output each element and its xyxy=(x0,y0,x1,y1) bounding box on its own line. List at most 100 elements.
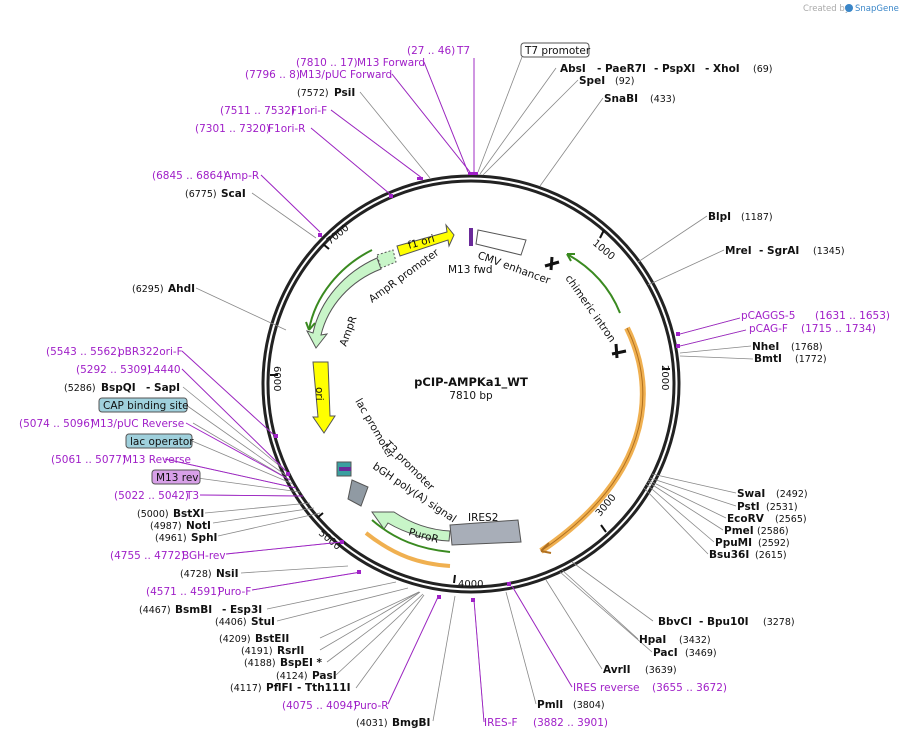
feature-puror-outline xyxy=(371,519,451,553)
marker-l4440 xyxy=(286,472,290,476)
feature-bgh[interactable] xyxy=(347,479,369,507)
label-bmgbi-name: BmgBI xyxy=(392,717,430,729)
label-pcaggs5-name: pCAGGS-5 xyxy=(741,310,795,322)
marker-f1ori-f xyxy=(417,177,423,180)
primer-connector-lines xyxy=(164,58,747,723)
feature-cds-arc-outline xyxy=(540,327,644,552)
label-sgrai: - SgrAI xyxy=(759,245,799,257)
label-hpai: HpaI xyxy=(639,634,666,646)
feature-ires2[interactable] xyxy=(449,519,522,546)
label-ppumi-pos: (2592) xyxy=(758,538,790,549)
tick-label-4000: 4000 xyxy=(458,579,483,590)
label-psti-pos: (2531) xyxy=(766,502,798,513)
label-m13-rev-box xyxy=(151,469,201,485)
label-bsteii-pos: (4209) xyxy=(219,634,251,645)
label-purof-range: (4571 .. 4591) xyxy=(146,586,221,598)
credit-text: Created by xyxy=(803,4,850,14)
label-mrei-pos: (1345) xyxy=(813,246,845,257)
label-bmgbi-pos: (4031) xyxy=(356,718,388,729)
label-pasi-pos: (4124) xyxy=(276,671,308,682)
label-spei: SpeI xyxy=(579,75,605,87)
feature-f1-ori[interactable] xyxy=(396,223,455,257)
label-avrii: AvrII xyxy=(603,664,631,676)
label-nsii-pos: (4728) xyxy=(180,569,212,580)
label-pmli: PmlI xyxy=(537,699,563,711)
label-iresrev-range: (3655 .. 3672) xyxy=(652,682,727,694)
label-nsii-name: NsiI xyxy=(216,568,239,580)
feature-ampr-outline xyxy=(308,249,373,331)
label-psii-name: PsiI xyxy=(334,87,355,99)
feature-label-ori: ori xyxy=(313,387,325,401)
label-psii-pos: (7572) xyxy=(297,88,329,99)
label-bstxi-pos: (5000) xyxy=(137,509,169,520)
label-pmei: PmeI xyxy=(724,525,754,537)
label-spei-pos: (92) xyxy=(615,76,635,87)
marker-pcag-f xyxy=(676,344,680,348)
label-psti: PstI xyxy=(737,501,760,513)
label-bsu36i-pos: (2615) xyxy=(755,550,787,561)
label-pcagf-range: (1715 .. 1734) xyxy=(801,323,876,335)
label-esp3i-name: - Esp3I xyxy=(222,604,262,616)
label-t7-promoter-box xyxy=(520,42,590,58)
label-ampr-name: Amp-R xyxy=(224,170,259,182)
label-ppumi: PpuMI xyxy=(715,537,752,549)
label-m13-rev: M13 rev xyxy=(156,472,199,484)
label-bsu36i: Bsu36I xyxy=(709,549,749,561)
label-ecorv: EcoRV xyxy=(727,513,765,525)
label-snabi-pos: (433) xyxy=(650,94,676,105)
marker-f1ori-r xyxy=(389,194,393,198)
tick-label-7000: 7000 xyxy=(325,223,352,248)
backbone-inner xyxy=(266,179,676,589)
label-pbr322-name: pBR322ori-F xyxy=(118,346,183,358)
feature-label-chimeric-intron: chimeric intron xyxy=(563,273,618,345)
marker-puro-r xyxy=(437,595,441,599)
feature-ampr-promoter[interactable] xyxy=(376,249,397,269)
label-t7-promoter: T7 promoter xyxy=(524,45,591,57)
feature-cmv-enhancer[interactable] xyxy=(475,229,527,256)
label-iresf-name: IRES-F xyxy=(484,717,518,729)
label-lac-operator-box xyxy=(125,433,193,449)
label-pflfi-name: PflFI xyxy=(266,682,293,694)
label-cap-site-box xyxy=(98,397,188,413)
label-sapi-name: - SapI xyxy=(146,382,180,394)
label-ecorv-pos: (2565) xyxy=(775,514,807,525)
tick-mark-1000 xyxy=(599,229,605,239)
feature-puror-orange xyxy=(364,531,451,568)
label-paci: PacI xyxy=(653,647,678,659)
label-pcaggs5-range: (1631 .. 1653) xyxy=(815,310,890,322)
label-m13fwd-name: M13 Forward xyxy=(357,57,425,69)
terminator-glyph-2 xyxy=(611,343,627,359)
feature-m13-rev[interactable] xyxy=(339,467,351,471)
label-paci-pos: (3469) xyxy=(685,648,717,659)
label-sphi-name: SphI xyxy=(191,532,217,544)
feature-ori[interactable] xyxy=(312,361,336,434)
label-stui-pos: (4406) xyxy=(215,617,247,628)
label-bspei-pos: (4188) xyxy=(244,658,276,669)
label-rsrii-name: RsrII xyxy=(277,645,304,657)
label-absi-pos: (69) xyxy=(753,64,773,75)
feature-chimeric-intron[interactable] xyxy=(566,253,621,314)
marker-pbr322 xyxy=(274,434,278,438)
label-bghrev-range: (4755 .. 4772) xyxy=(110,550,185,562)
tick-label-1000: 1000 xyxy=(590,238,617,263)
label-f1orir-range: (7301 .. 7320) xyxy=(195,123,270,135)
label-m13rev-name: M13 Reverse xyxy=(123,454,191,466)
label-pflfi-pos: (4117) xyxy=(230,683,262,694)
label-l4440-name: L4440 xyxy=(148,364,181,376)
feature-puror[interactable] xyxy=(371,511,451,542)
feature-ampr[interactable] xyxy=(305,257,382,349)
label-bstxi-name: BstXI xyxy=(173,508,204,520)
marker-amp-r xyxy=(318,233,322,237)
label-m13pucfwd-range: (7796 .. 8) xyxy=(245,69,300,81)
marker-ires-f xyxy=(471,598,475,602)
feature-label-ires2: IRES2 xyxy=(468,512,498,524)
label-bpu10i: - Bpu10I xyxy=(699,616,749,628)
label-m13pucrev-name: M13/pUC Reverse xyxy=(91,418,184,430)
tick-label-5000: 5000 xyxy=(316,528,343,553)
label-pbr322-range: (5543 .. 5562) xyxy=(46,346,121,358)
label-bbvci-pos: (3278) xyxy=(763,617,795,628)
label-snabi: SnaBI xyxy=(604,93,638,105)
credit-app: SnapGene xyxy=(855,4,899,14)
feature-m13-fwd-marker xyxy=(469,228,473,246)
feature-cds-arc[interactable] xyxy=(539,326,646,554)
